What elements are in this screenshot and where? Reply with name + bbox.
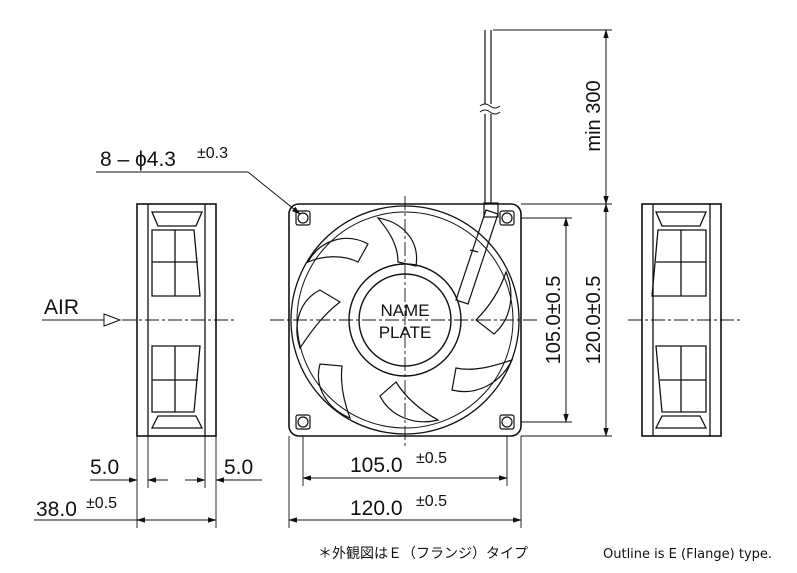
hole-callout-label: 8 – ϕ4.3 [100, 148, 176, 171]
lead-wire [479, 30, 501, 203]
mount-pitch-h-tolerance: ±0.5 [416, 450, 447, 467]
lead-wire-strut [455, 202, 499, 305]
air-flow-arrow [42, 313, 122, 327]
fan-blades [296, 217, 514, 423]
mount-pitch-h-label: 105.0 [350, 454, 403, 477]
flange-left-label: 5.0 [90, 456, 119, 479]
width-h-label: 120.0 [350, 497, 403, 520]
height-v-label: 120.0±0.5 [583, 276, 605, 365]
centerlines [122, 196, 740, 446]
lead-length-label: min 300 [583, 80, 605, 151]
air-label: AIR [44, 296, 79, 319]
width-h-tolerance: ±0.5 [416, 493, 447, 510]
left-side-view [136, 203, 217, 437]
hole-callout-tolerance: ±0.3 [197, 145, 228, 162]
nameplate-line1: NAME [380, 301, 429, 320]
flange-right-label: 5.0 [224, 456, 253, 479]
nameplate-line2: PLATE [379, 323, 432, 342]
footnote-english: Outline is E (Flange) type. [603, 547, 772, 562]
mounting-holes [295, 210, 515, 430]
mount-pitch-v-label: 105.0±0.5 [543, 276, 565, 365]
depth-label: 38.0 [36, 498, 77, 521]
footnote-japanese: ＊外観図はＥ（フランジ）タイプ [318, 545, 528, 562]
dimension-lines [34, 29, 609, 523]
depth-tolerance: ±0.5 [86, 495, 117, 512]
hole-callout-leader [96, 171, 301, 215]
